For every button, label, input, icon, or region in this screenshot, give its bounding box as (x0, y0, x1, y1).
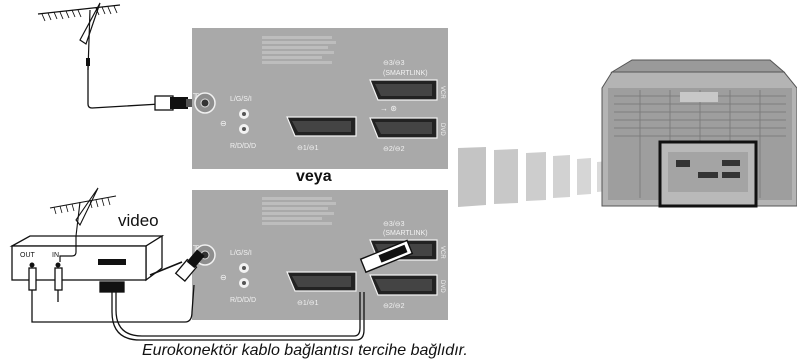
audio-right-label: R/D/D/D (230, 143, 256, 150)
scart2-label: ⊖2/⊖2 (383, 146, 405, 153)
antenna-socket-symbol: ╥ (192, 241, 199, 251)
antenna-cable-bottom (59, 236, 77, 262)
smartlink-label: (SMARTLINK) (383, 230, 428, 237)
tv-rear-panel-bottom: ╥ L/G/S/I R/D/D/D ⊖ ⊖1/⊖1 ⊖3/⊖3 (SMARTLI… (192, 190, 448, 320)
vcr-cables (28, 261, 365, 341)
caption-text: Eurokonektör kablo bağlantısı tercihe ba… (142, 342, 468, 359)
scart2-label: ⊖2/⊖2 (383, 303, 405, 310)
scart1-label: ⊖1/⊖1 (297, 300, 319, 307)
scart-connector-icon (286, 271, 357, 292)
audio-in-icon: ⊖ (220, 273, 227, 282)
scart-connector-icon (286, 116, 357, 137)
audio-left-label: L/G/S/I (230, 250, 252, 257)
scart-connector-icon (369, 79, 438, 101)
vcr-tag: VCR (439, 86, 445, 99)
scart1-label: ⊖1/⊖1 (297, 145, 319, 152)
antenna-mast-joint (86, 58, 90, 66)
smartlink-label: (SMARTLINK) (383, 70, 428, 77)
audio-right-label: R/D/D/D (230, 297, 256, 304)
antenna-icon (49, 187, 117, 237)
scart-plug-icon (359, 239, 414, 274)
scart3-label: ⊖3/⊖3 (383, 221, 405, 228)
audio-left-label: L/G/S/I (230, 96, 252, 103)
antenna-cable-top (87, 66, 161, 109)
video-label: video (118, 211, 159, 230)
rf-plug-icon (154, 95, 194, 111)
rf-plug-icon (174, 249, 205, 282)
scart-connector-icon (369, 274, 438, 296)
scart-connector-icon (369, 117, 438, 139)
tv-back-icon (601, 59, 797, 208)
vcr-tag: VCR (439, 246, 445, 259)
dvd-tag: DVD (439, 280, 445, 293)
scart-arrow-icon: → ⊛ (380, 104, 397, 113)
scart3-label: ⊖3/⊖3 (383, 60, 405, 67)
separator-text: veya (296, 168, 332, 185)
vcr-scart-slot (98, 259, 126, 265)
dvd-tag: DVD (439, 123, 445, 136)
vcr-in-label: IN (52, 252, 59, 259)
tv-rear-panel-top: ╥ L/G/S/I R/D/D/D ⊖ ⊖1/⊖1 ⊖3/⊖3 (SMARTLI… (192, 28, 448, 169)
vcr-out-label: OUT (20, 252, 36, 259)
audio-in-icon: ⊖ (220, 119, 227, 128)
antenna-icon (37, 2, 121, 71)
antenna-socket-symbol: ╥ (192, 89, 199, 99)
